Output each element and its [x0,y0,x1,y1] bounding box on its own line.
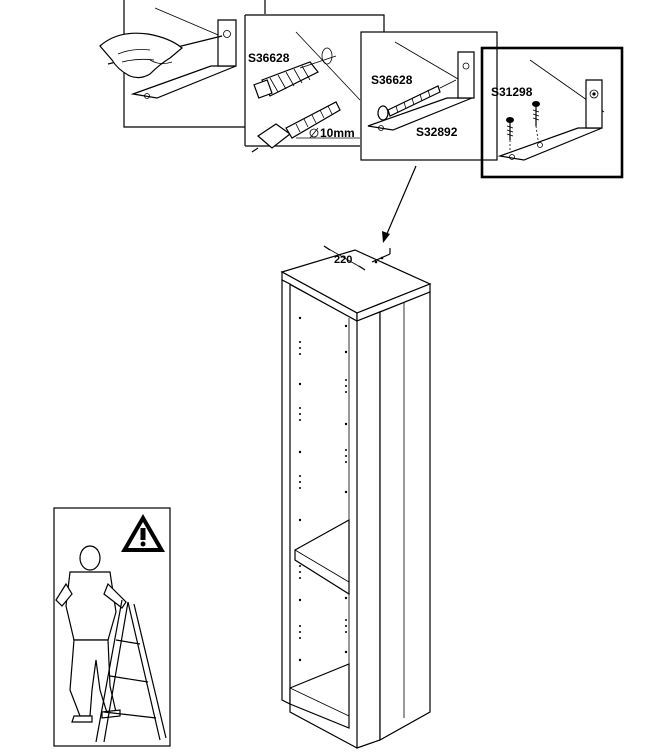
tall-cabinet: 220 [280,245,432,749]
bracket-offset-label: 220 [334,254,352,266]
pencil-mark-icon [99,32,223,79]
screw-with-anchor [377,79,457,121]
shelf-pin-holes [344,324,348,654]
wall-bracket [367,51,475,131]
detail-pointer-arrow [382,165,417,243]
wall-anchor [253,55,337,99]
cabinet-right-side [379,291,431,742]
screw-part-label: S31298 [491,85,533,99]
screw-part-label: S32892 [416,125,458,139]
anchor-part-label: S36628 [248,51,290,65]
bracket-offset-dimension: 220 [323,245,366,271]
wall-bracket [497,79,603,161]
drill-diameter-label: 10mm [320,126,355,140]
top-bracket [371,248,391,264]
safety-warning-panel [53,507,171,747]
cabinet-fixed-shelf [294,518,350,596]
wall-bracket [130,19,237,99]
shelf-pin-holes [298,316,302,662]
person-on-ladder [55,545,127,723]
cabinet-bottom-panel [289,663,350,729]
step-drill-panel: S36628 10mm [244,14,385,153]
step-bracket-to-cabinet-panel: S31298 [480,46,624,179]
screw-icon [506,117,514,152]
drill-diameter-dimension: 10mm [296,126,360,140]
screw-icon [532,101,540,141]
cabinet-left-side [281,279,291,705]
step-mark-wall-panel [99,0,266,128]
anchor-part-label: S36628 [371,73,413,87]
step-anchor-screw-panel: S36628 S32892 [360,31,498,161]
step-ladder [95,599,167,743]
drill-icon [251,101,341,153]
warning-icon [121,514,165,552]
cabinet-front-pillar [356,311,381,749]
